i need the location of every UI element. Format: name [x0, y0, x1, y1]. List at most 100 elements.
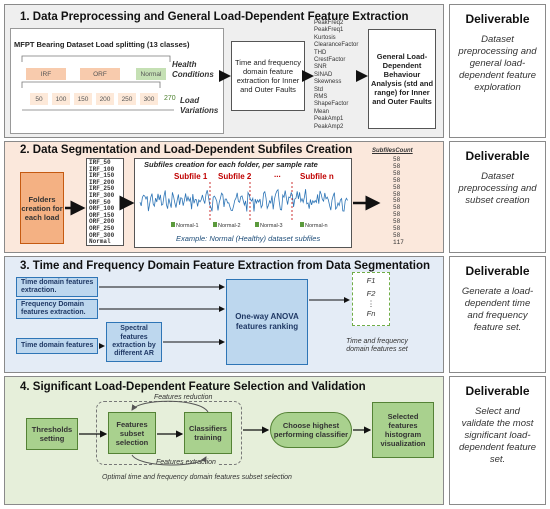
document-icon: [300, 222, 304, 227]
file-item: Normal: [89, 238, 111, 246]
load-100: 100: [52, 93, 70, 105]
deliverable-heading: Deliverable: [465, 149, 530, 163]
feature-set-caption: Time and frequency domain features set: [346, 338, 408, 354]
normal-tag-label: Normal-1: [176, 223, 199, 229]
file-item: ORF_300: [89, 231, 115, 239]
deliverable-4: Deliverable Select and validate the most…: [449, 376, 546, 505]
section-1-title: 1. Data Preprocessing and General Load-D…: [20, 11, 409, 23]
file-item: ORF_100: [89, 205, 115, 213]
feature-item: Skewness: [314, 79, 342, 86]
count-item: 58: [393, 225, 401, 233]
dataset-label: MFPT Bearing Dataset Load splitting (13 …: [14, 40, 190, 49]
deliverable-1: Deliverable Dataset preprocessing and ge…: [449, 4, 546, 138]
spectral-features-box: Spectral features extraction by differen…: [106, 322, 162, 362]
feature-item: Std: [314, 86, 324, 93]
subfile-label: Subfile n: [300, 172, 334, 181]
feature-item: Kurtosis: [314, 34, 336, 41]
load-200: 200: [96, 93, 114, 105]
feature-item: PeakAmp1: [314, 116, 344, 123]
feature-item: THD: [314, 49, 327, 56]
feature-f1: F1: [366, 276, 376, 285]
condition-normal: Normal: [136, 68, 166, 80]
file-item: ORF_250: [89, 224, 115, 232]
load-50: 50: [30, 93, 48, 105]
normal-tag: Normal-1: [171, 222, 199, 229]
dataset-panel: [10, 28, 224, 134]
subfiles-caption: Subfiles creation for each folder, per s…: [144, 160, 318, 169]
optimal-caption: Optimal time and frequency domain featur…: [102, 474, 292, 481]
load-150: 150: [74, 93, 92, 105]
features-extraction-label: Features extraction: [154, 459, 218, 466]
file-item: IRF_100: [89, 165, 115, 173]
file-item: IRF_300: [89, 191, 115, 199]
feature-item: RMS: [314, 94, 328, 101]
count-item: 58: [393, 183, 401, 191]
deliverable-text: Generate a load-dependent time and frequ…: [461, 286, 534, 333]
deliverable-text: Select and validate the most significant…: [458, 406, 537, 465]
count-item: 58: [393, 190, 401, 198]
document-icon: [213, 222, 217, 227]
feature-item: SINAD: [314, 71, 333, 78]
normal-tag: Normal-2: [213, 222, 241, 229]
document-icon: [255, 222, 259, 227]
anova-ranking-box: One-way ANOVA features ranking: [226, 279, 308, 365]
subfile-label: Subfile 2: [218, 172, 252, 181]
feature-fn: Fn: [366, 309, 376, 318]
feature-item: Mean: [314, 108, 330, 115]
health-bracket: [21, 55, 171, 62]
feature-f2: F2: [366, 289, 376, 298]
feature-ellipsis: ⋮: [367, 299, 375, 308]
deliverable-text: Dataset preprocessing and general load-d…: [458, 34, 537, 93]
file-item: ORF_150: [89, 211, 115, 219]
section-3-title: 3. Time and Frequency Domain Feature Ext…: [20, 260, 431, 272]
condition-orf: ORF: [80, 68, 120, 80]
feature-item: ShapeFactor: [314, 101, 349, 108]
feature-item: PeakAmp2: [314, 123, 344, 130]
normal-tag-label: Normal-2: [218, 223, 241, 229]
file-item: IRF_200: [89, 178, 115, 186]
thresholds-box: Thresholds setting: [26, 418, 78, 450]
choose-classifier-box: Choose highest performing classifier: [270, 412, 352, 448]
file-item: ORF_200: [89, 218, 115, 226]
features-reduction-label: Features reduction: [152, 394, 215, 401]
feature-item: CrestFactor: [314, 57, 346, 64]
classifiers-training-box: Classifiers training: [184, 412, 232, 454]
count-item: 58: [393, 197, 401, 205]
example-caption: Example: Normal (Healthy) dataset subfil…: [176, 234, 321, 243]
histogram-box: Selected features histogram visualizatio…: [372, 402, 434, 458]
subfile-label: ...: [274, 170, 281, 179]
file-item: IRF_250: [89, 185, 115, 193]
subfile-label: Subfile 1: [174, 172, 208, 181]
load-270: 270: [164, 95, 176, 102]
file-item: ORF_50: [89, 198, 111, 206]
subfiles-count-list: 58 58 58 58 58 58 58 58 58 58 58 58 117: [393, 156, 433, 247]
deliverable-heading: Deliverable: [465, 384, 530, 398]
count-item: 58: [393, 169, 401, 177]
loop-bottom: [131, 454, 207, 466]
subset-selection-box: Features subset selection: [108, 412, 156, 454]
count-item: 58: [393, 231, 401, 239]
count-item: 58: [393, 204, 401, 212]
deliverable-3: Deliverable Generate a load-dependent ti…: [449, 256, 546, 373]
feature-item: SNR: [314, 64, 327, 71]
vibration-signal: [139, 188, 348, 212]
feature-extraction-box: Time and frequency domain feature extrac…: [231, 41, 305, 111]
health-conditions-label: Health Conditions: [172, 60, 214, 79]
count-item: 58: [393, 162, 401, 170]
file-item: IRF_150: [89, 172, 115, 180]
normal-tag-label: Normal-3: [260, 223, 283, 229]
frequency-domain-extraction-box: Frequency Domain features extraction.: [16, 299, 98, 319]
deliverable-heading: Deliverable: [465, 264, 530, 278]
deliverable-heading: Deliverable: [465, 12, 530, 26]
time-domain-extraction-box: Time domain features extraction.: [16, 277, 98, 297]
feature-item: PeakFreq1: [314, 27, 344, 34]
file-list-box: IRF_50 IRF_100 IRF_150 IRF_200 IRF_250 I…: [86, 158, 124, 246]
feature-item: ClearanceFactor: [314, 42, 359, 49]
count-item: 58: [393, 218, 401, 226]
file-item: IRF_50: [89, 159, 111, 166]
loop-top: [131, 400, 209, 413]
load-300: 300: [140, 93, 158, 105]
load-250: 250: [118, 93, 136, 105]
load-variations-label: Load Variations: [180, 96, 219, 115]
